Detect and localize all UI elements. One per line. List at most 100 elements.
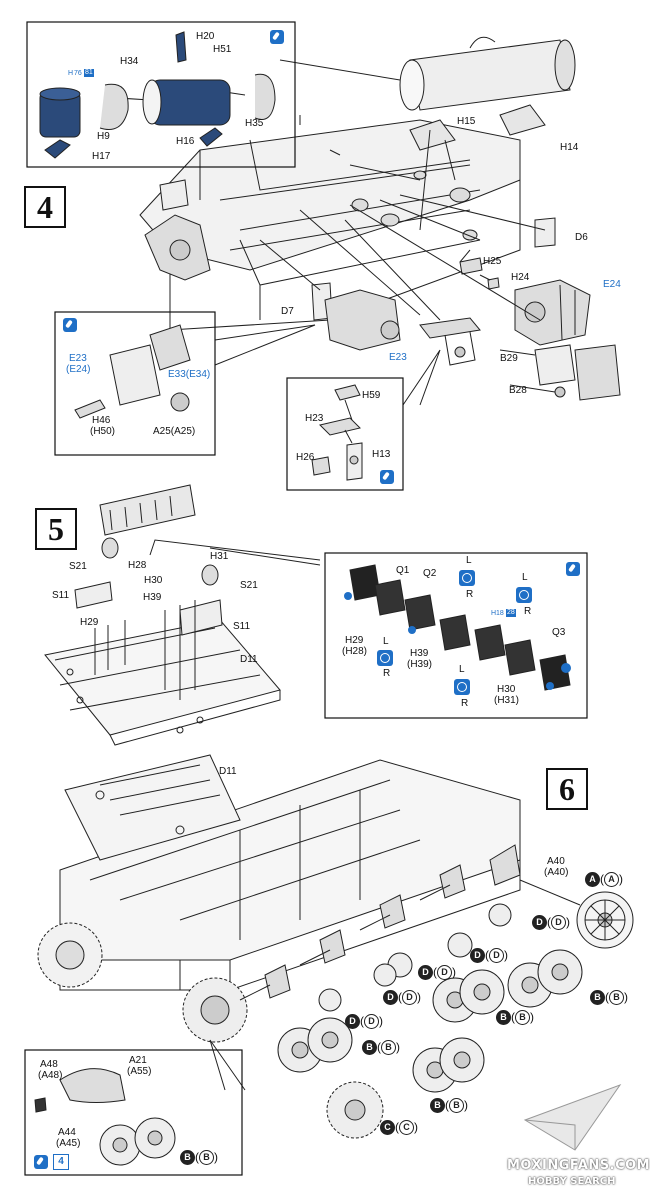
label-h31b: (H31) [494, 695, 520, 706]
final-drive-left [144, 179, 211, 281]
label-a21: A21 [129, 1055, 147, 1066]
label-b29: B29 [500, 353, 518, 364]
label-h30b: H30 [497, 684, 516, 695]
left-right-icon [516, 587, 532, 603]
callout-letter: D [418, 965, 433, 980]
glue-icon [63, 318, 77, 332]
label-a25: A25(A25) [153, 426, 196, 437]
label-a44: A44 [58, 1127, 76, 1138]
label-h35: H35 [245, 118, 264, 129]
inset-box-wheels [24, 1049, 243, 1176]
label-h14: H14 [560, 142, 579, 153]
inset-box-track [324, 552, 588, 719]
callout-b: B(B) [180, 1150, 218, 1165]
callout-d: D(D) [345, 1014, 383, 1029]
e23-assembly [324, 289, 481, 366]
step-number-6: 6 [546, 768, 588, 810]
label-h39: H39 [143, 592, 162, 603]
label-h26: H26 [296, 452, 315, 463]
label-d11-s6: D11 [219, 766, 237, 777]
label-e33: E33(E34) [168, 369, 211, 380]
watermark-logo [523, 1083, 622, 1151]
label-a40: A40 [547, 856, 565, 867]
label-h39b: H39 [410, 648, 429, 659]
label-h20: H20 [196, 31, 215, 42]
callout-letter: B [496, 1010, 511, 1025]
glue-icon [566, 562, 580, 576]
callout-letter: D [345, 1014, 360, 1029]
label-a48: A48 [40, 1059, 58, 1070]
part-ref-alt: 81 [84, 69, 94, 77]
callout-letter-alt: D [402, 990, 417, 1005]
label-h23: H23 [305, 413, 324, 424]
inset-bracket [74, 324, 191, 419]
label-b28: B28 [509, 385, 527, 396]
callout-letter: C [380, 1120, 395, 1135]
idler-wheel [576, 891, 634, 949]
label-h24: H24 [511, 272, 530, 283]
callout-b: B(B) [590, 990, 628, 1005]
label-s11-left: S11 [52, 590, 70, 601]
callout-letter: A [585, 872, 600, 887]
quantity-badge: 4 [53, 1154, 69, 1170]
label-l3: L [383, 636, 389, 647]
label-e24: E24 [603, 279, 621, 290]
callout-letter: B [180, 1150, 195, 1165]
callout-c: C(C) [380, 1120, 418, 1135]
road-wheels [277, 903, 583, 1139]
part-ref-alt: 28 [506, 609, 516, 617]
watermark-site: MOXINGFANS.COM [507, 1158, 650, 1173]
callout-b: B(B) [430, 1098, 468, 1113]
callout-letter-alt: A [604, 872, 619, 887]
callout-d: D(D) [418, 965, 456, 980]
label-h28: H28 [128, 560, 147, 571]
inset-box-air-cleaner [26, 21, 296, 168]
drive-wheel [182, 977, 248, 1043]
callout-letter-alt: B [381, 1040, 396, 1055]
glue-icon [380, 470, 394, 484]
label-a48b: (A48) [38, 1070, 63, 1081]
callout-letter: D [470, 948, 485, 963]
step-number-4: 4 [24, 186, 66, 228]
callout-letter-alt: C [399, 1120, 414, 1135]
label-a45: (A45) [56, 1138, 81, 1149]
label-r4: R [461, 698, 469, 709]
label-r2: R [524, 606, 532, 617]
label-h28b: (H28) [342, 646, 368, 657]
callout-letter-alt: D [364, 1014, 379, 1029]
callout-letter: D [383, 990, 398, 1005]
callout-letter-alt: B [199, 1150, 214, 1165]
callout-d: D(D) [383, 990, 421, 1005]
callout-letter: B [362, 1040, 377, 1055]
left-right-icon [454, 679, 470, 695]
label-s21-right: S21 [240, 580, 258, 591]
part-ref-letter: H [491, 610, 497, 617]
label-d7: D7 [281, 306, 294, 317]
callout-letter-alt: B [449, 1098, 464, 1113]
callout-letter: B [430, 1098, 445, 1113]
label-r3: R [383, 668, 391, 679]
inset-air-cleaner [39, 31, 276, 159]
label-h29: H29 [80, 617, 99, 628]
callout-b: B(B) [496, 1010, 534, 1025]
watermark-brand: HOBBY SEARCH [528, 1176, 616, 1187]
callout-letter-alt: D [437, 965, 452, 980]
callout-d: D(D) [470, 948, 508, 963]
label-l2: L [522, 572, 528, 583]
callout-letter: D [532, 915, 547, 930]
inset-box-bracket [54, 311, 216, 456]
callout-letter: B [590, 990, 605, 1005]
label-l1: L [466, 555, 472, 566]
label-d11-s5: D11 [240, 654, 258, 665]
label-a55: (A55) [127, 1066, 152, 1077]
label-h13: H13 [372, 449, 391, 460]
callout-d: D(D) [532, 915, 570, 930]
callout-letter-alt: D [489, 948, 504, 963]
callout-b: B(B) [362, 1040, 400, 1055]
step5-inset-links [344, 564, 571, 691]
label-h39c: (H39) [407, 659, 433, 670]
label-s21-left: S21 [69, 561, 87, 572]
label-h15: H15 [457, 116, 476, 127]
